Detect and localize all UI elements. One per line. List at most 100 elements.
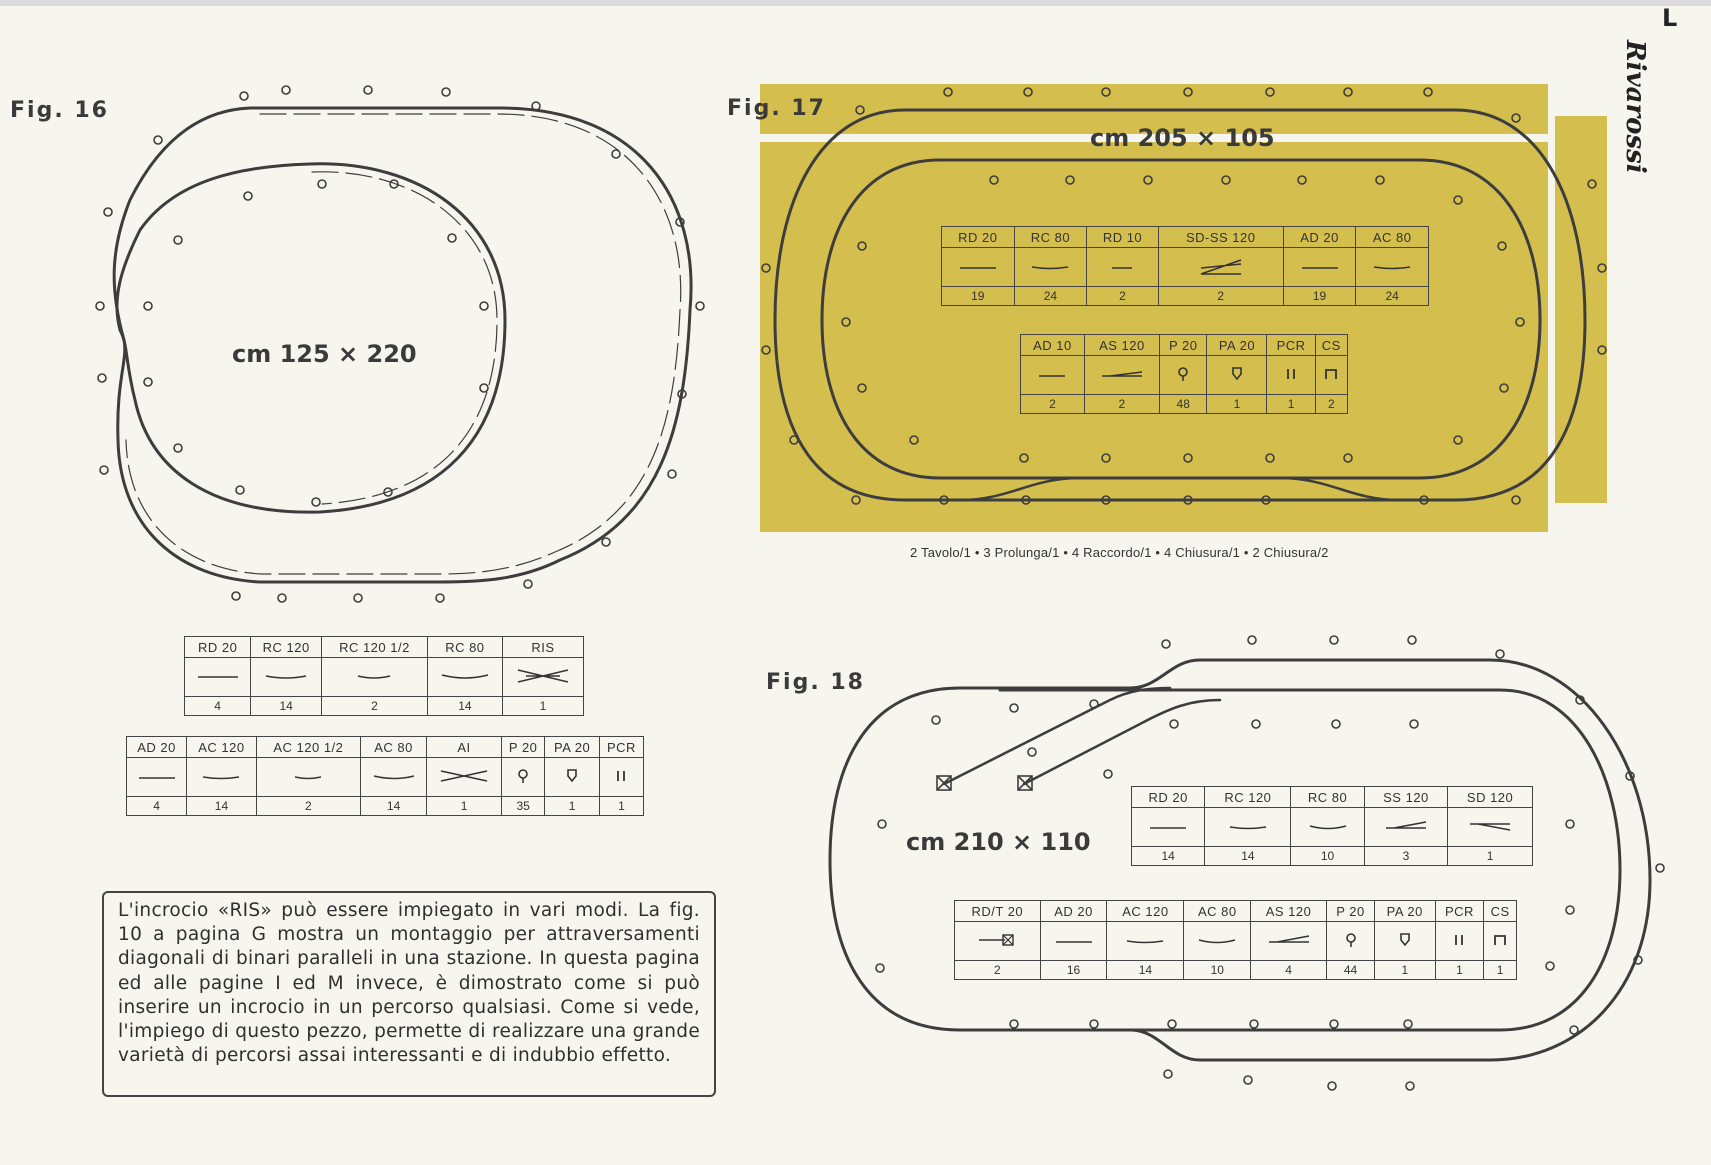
- table-cell: 1: [1447, 846, 1533, 866]
- table-header: RC 120: [250, 636, 323, 658]
- straight-track-icon: [183, 657, 252, 697]
- table-header: PA 20: [544, 736, 600, 758]
- curve-track-icon: [250, 657, 323, 697]
- anchor-post-icon: [544, 757, 600, 797]
- post-markers: [95, 85, 1665, 1091]
- table-cell: 10: [1290, 846, 1365, 866]
- curve-rail-icon: [255, 757, 362, 797]
- fig16-parts-table-2: AD 20 AC 120 AC 120 1/2 AC 80 AI P 20 PA…: [125, 736, 645, 816]
- table-cell: 4: [1250, 960, 1327, 980]
- table-cell: 14: [1106, 960, 1185, 980]
- table-cell: 19: [1282, 286, 1357, 306]
- table-header: PCR: [1434, 900, 1485, 922]
- switch-icon: [1363, 807, 1449, 847]
- fig17-board-legend: 2 Tavolo/1 • 3 Prolunga/1 • 4 Raccordo/1…: [910, 545, 1329, 560]
- fig17-inner-track: [820, 158, 1542, 480]
- table-header: RC 120: [1204, 786, 1292, 808]
- straight-rail-icon: [125, 757, 188, 797]
- table-cell: 14: [186, 796, 257, 816]
- fig17-crossover: [958, 476, 1402, 502]
- page-top-edge: [0, 0, 1711, 6]
- table-cell: 1: [1266, 394, 1316, 414]
- table-header: RC 80: [1290, 786, 1365, 808]
- switch-icon: [1447, 807, 1533, 847]
- fig16-parts-table-1: RD 20 RC 120 RC 120 1/2 RC 80 RIS 4 14 2…: [183, 636, 585, 716]
- switch-rail-icon: [1250, 921, 1327, 961]
- table-header: AC 80: [360, 736, 428, 758]
- table-header: AD 10: [1020, 334, 1085, 356]
- curve-rail-icon: [1106, 921, 1185, 961]
- fig16-label: Fig. 16: [10, 98, 109, 123]
- table-cell: 10: [1183, 960, 1252, 980]
- curve-track-icon: [426, 657, 503, 697]
- table-cell: 2: [1157, 286, 1284, 306]
- fig16-size: cm 125 × 220: [232, 340, 417, 368]
- cs-icon: [1314, 355, 1349, 395]
- table-header: P 20: [500, 736, 546, 758]
- short-track-icon: [1086, 247, 1159, 287]
- cs-icon: [1483, 921, 1517, 961]
- curve-track-icon: [1013, 247, 1088, 287]
- switch-icon: [1157, 247, 1284, 287]
- table-cell: 14: [250, 696, 323, 716]
- straight-rail-icon: [1039, 921, 1108, 961]
- table-cell: 3: [1363, 846, 1449, 866]
- table-header: AC 120 1/2: [255, 736, 362, 758]
- fig16-outer-rail: [125, 113, 682, 575]
- page-letter: L: [1662, 4, 1678, 32]
- table-cell: 14: [1204, 846, 1292, 866]
- curve-rail-icon: [1183, 921, 1252, 961]
- table-cell: 16: [1039, 960, 1108, 980]
- fig18-siding-1: [942, 686, 1172, 786]
- fig17-parts-table-2: AD 10 AS 120 P 20 PA 20 PCR CS 2 2 48 1 …: [1020, 334, 1349, 414]
- table-header: P 20: [1158, 334, 1208, 356]
- table-cell: 1: [544, 796, 600, 816]
- ris-note: L'incrocio «RIS» può essere impiegato in…: [102, 891, 716, 1097]
- table-header: PCR: [598, 736, 645, 758]
- table-header: PCR: [1266, 334, 1316, 356]
- table-cell: 2: [1314, 394, 1349, 414]
- crossing-rail-icon: [426, 757, 502, 797]
- buffer-stops: [936, 775, 1033, 791]
- fig18-inner-track: [998, 688, 1622, 1032]
- brand-logo: Rivarossi: [1620, 40, 1650, 174]
- table-cell: 2: [1083, 394, 1160, 414]
- table-header: PA 20: [1206, 334, 1268, 356]
- fig16-inner-track: [115, 162, 507, 514]
- table-header: P 20: [1326, 900, 1375, 922]
- curve-rail-icon: [186, 757, 257, 797]
- fig18-label: Fig. 18: [766, 670, 865, 695]
- table-cell: 1: [1483, 960, 1517, 980]
- short-rail-icon: [1020, 355, 1085, 395]
- table-cell: 1: [1206, 394, 1268, 414]
- switch-rail-icon: [1083, 355, 1160, 395]
- table-header: RC 80: [1013, 226, 1088, 248]
- table-cell: 2: [954, 960, 1041, 980]
- fig18-outer-track: [828, 658, 1652, 1062]
- table-header: RC 80: [426, 636, 503, 658]
- table-header: RD/T 20: [954, 900, 1041, 922]
- table-cell: 1: [598, 796, 645, 816]
- pcr-icon: [1434, 921, 1485, 961]
- table-cell: 24: [1013, 286, 1088, 306]
- table-cell: 4: [183, 696, 252, 716]
- straight-track-icon: [941, 247, 1015, 287]
- fig16-outer-track: [112, 106, 693, 584]
- table-header: AC 80: [1355, 226, 1429, 248]
- table-cell: 44: [1326, 960, 1375, 980]
- table-header: SD 120: [1447, 786, 1533, 808]
- table-cell: 2: [255, 796, 362, 816]
- table-header: RD 20: [1130, 786, 1206, 808]
- table-header: AD 20: [1039, 900, 1108, 922]
- curve-rail-icon: [1355, 247, 1429, 287]
- table-cell: 4: [125, 796, 188, 816]
- table-header: AC 120: [1106, 900, 1185, 922]
- table-header: AC 80: [1183, 900, 1252, 922]
- fig16-inner-rail: [311, 171, 498, 505]
- curve-track-icon: [1290, 807, 1365, 847]
- anchor-post-icon: [1374, 921, 1436, 961]
- straight-rail-icon: [1282, 247, 1357, 287]
- table-header: PA 20: [1374, 900, 1436, 922]
- curve-rail-icon: [360, 757, 428, 797]
